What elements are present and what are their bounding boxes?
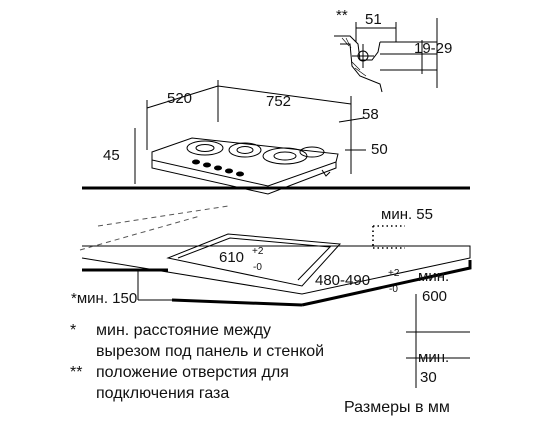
cutout-min-rear: мин. 55 [381, 206, 433, 223]
worktop-front-face [81, 245, 471, 295]
cutout-dim-depth-tol-plus: +2 [388, 268, 400, 279]
burner-2-icon [228, 142, 262, 158]
hob-dim-back: 58 [362, 106, 379, 123]
hob-width-line [217, 85, 352, 105]
cutout-dim-width: 610 [219, 249, 244, 266]
note-star2-mark: ** [70, 364, 82, 381]
cutout-min-bottom-value: 30 [420, 369, 437, 386]
hob-side [151, 160, 337, 195]
cutout-dim-width-tol-plus: +2 [252, 246, 264, 257]
note-star1-line1: мин. расстояние между [96, 322, 271, 339]
burner-4-icon [299, 146, 325, 158]
hob-dim-height-right: 50 [371, 141, 388, 158]
cutout-min-front: *мин. 150 [71, 290, 137, 307]
note-star1-line2: вырезом под панель и стенкой [96, 343, 324, 360]
knob-icon [214, 165, 222, 171]
worktop-drawing: 610 +2 -0 480-490 +2 -0 мин. 55 *мин. 15… [71, 186, 472, 388]
note-star2-line2: подключения газа [96, 385, 229, 402]
cutout-outline [166, 233, 342, 287]
cutout-dim-width-tol-minus: -0 [253, 262, 262, 273]
cutout-dim-depth-tol-minus: -0 [389, 284, 398, 295]
note-star1-mark: * [70, 322, 76, 339]
hob-dim-depth: 520 [167, 90, 192, 107]
knob-icon [236, 171, 244, 177]
hob-depth-line [146, 85, 219, 109]
cutout-min-bottom-label: мин. [418, 349, 449, 366]
knob-icon [192, 159, 200, 165]
notes: * мин. расстояние между вырезом под пане… [70, 322, 450, 416]
cutout-min-side-value: 600 [422, 288, 447, 305]
hob-dim-height-left: 45 [103, 147, 120, 164]
hob-top-plate [151, 137, 339, 187]
bracket-dim-offset: 19-29 [414, 40, 452, 57]
bracket-detail: ** 51 19-29 [334, 7, 452, 93]
burner-1-icon [186, 140, 224, 156]
knob-icon [225, 168, 233, 174]
bracket-star-mark: ** [336, 7, 348, 24]
note-star2-line1: положение отверстия для [96, 364, 289, 381]
hob-dim-width: 752 [266, 93, 291, 110]
cutout-dim-depth: 480-490 [315, 272, 370, 289]
knob-icon [203, 162, 211, 168]
bracket-dim-width: 51 [365, 11, 382, 28]
cutout-min-side-label: мин. [418, 268, 449, 285]
gas-connector [321, 169, 331, 177]
knobs [192, 159, 244, 177]
hob-drawing: 520 752 58 45 50 [103, 80, 388, 195]
units-caption: Размеры в мм [344, 399, 450, 416]
burner-3-icon [262, 147, 308, 165]
